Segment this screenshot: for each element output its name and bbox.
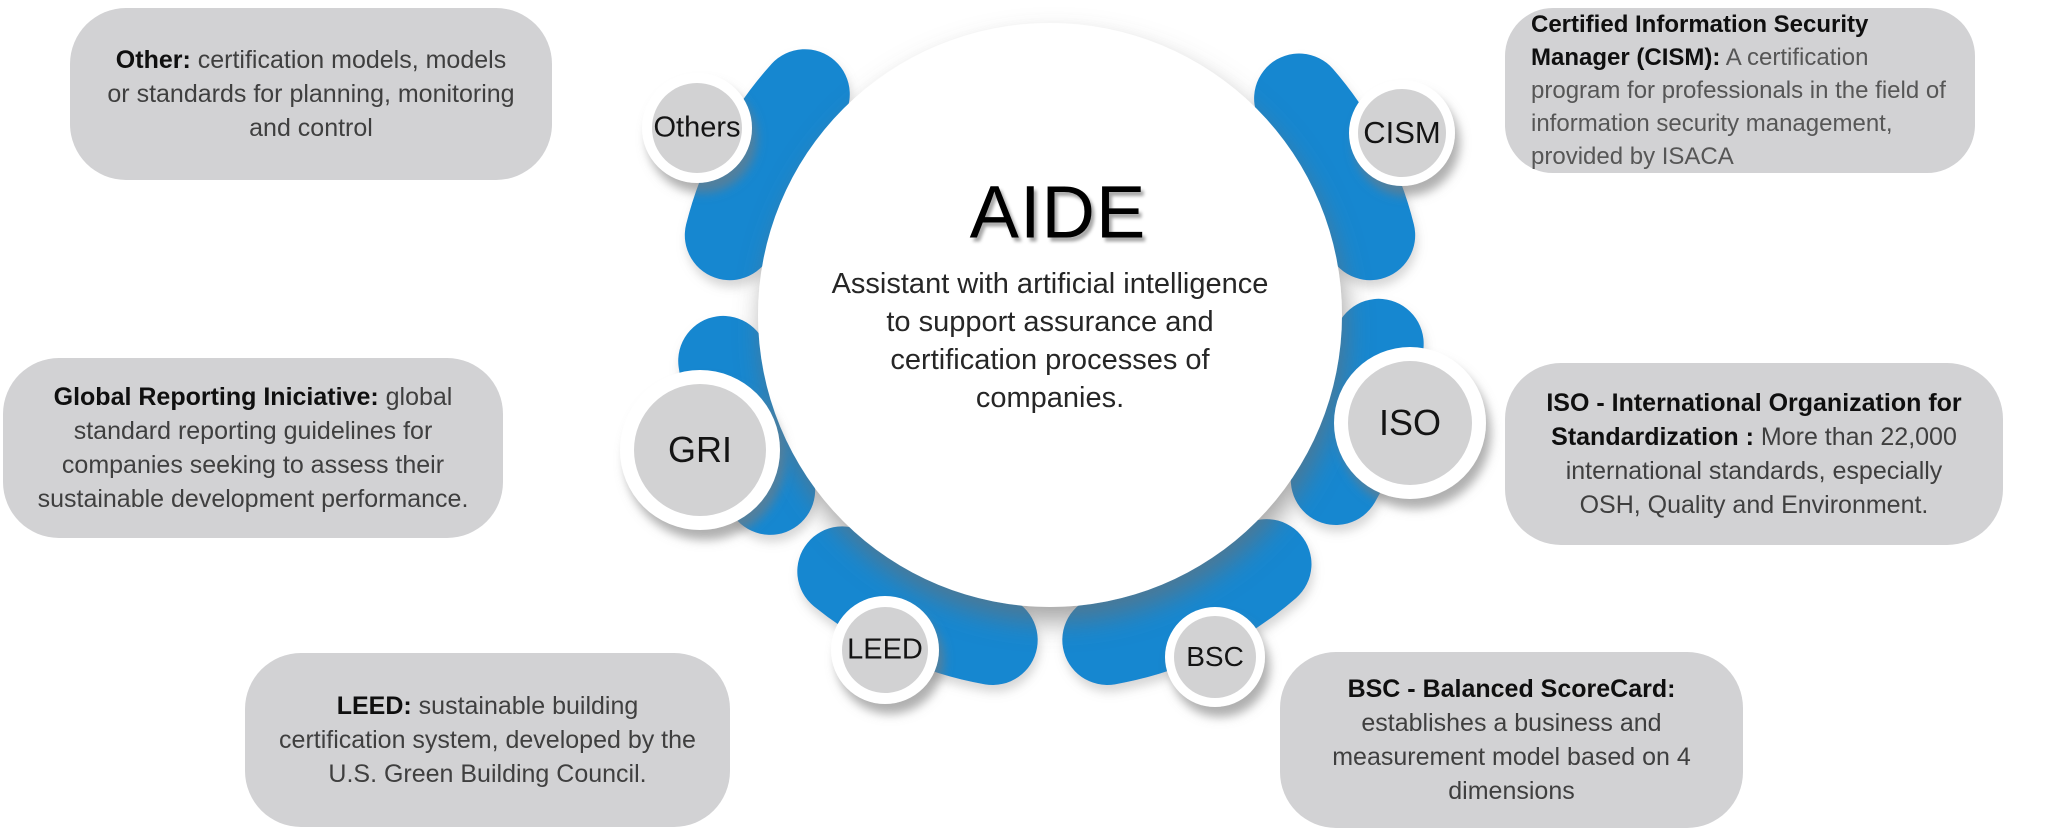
node-fill-leed	[842, 607, 928, 693]
center-subtitle-line-3: certification processes of	[890, 344, 1210, 376]
center-subtitle-line-1: Assistant with artificial intelligence	[831, 268, 1269, 300]
center-circle	[758, 23, 1342, 607]
callout-cism-text: Certified Information Security Manager (…	[1531, 11, 1946, 170]
center-subtitle-line-4: companies.	[975, 382, 1125, 414]
callout-leed-text: LEED: sustainable building certification…	[279, 692, 696, 788]
node-fill-others	[652, 83, 742, 173]
center-subtitle-line-2: to support assurance and	[886, 306, 1214, 338]
callout-others: Other: certification models, models or s…	[70, 8, 552, 180]
node-label-cism: CISM	[1363, 115, 1441, 150]
node-label-leed: LEED	[847, 633, 923, 666]
node-label-iso: ISO	[1378, 402, 1442, 443]
callout-iso-text: ISO - International Organization for Sta…	[1546, 389, 1962, 519]
node-circles	[620, 73, 1486, 707]
callout-gri-text: Global Reporting Iniciative: global stan…	[37, 383, 469, 513]
callout-others-text: Other: certification models, models or s…	[107, 46, 515, 142]
node-fill-cism	[1358, 89, 1446, 177]
center-subtitle: Assistant with artificial intelligence t…	[832, 265, 1269, 417]
callout-leed: LEED: sustainable building certification…	[245, 653, 730, 827]
node-fill-bsc	[1174, 616, 1256, 698]
segment-arc-cism	[1254, 53, 1416, 281]
node-label-others: Others	[653, 111, 741, 144]
callout-bsc-text: BSC - Balanced ScoreCard: establishes a …	[1332, 675, 1691, 805]
node-fill-iso	[1348, 361, 1472, 485]
callout-bsc: BSC - Balanced ScoreCard: establishes a …	[1280, 652, 1743, 828]
segment-arc-others	[684, 49, 850, 281]
callout-cism: Certified Information Security Manager (…	[1505, 8, 1975, 173]
node-label-gri: GRI	[667, 429, 733, 470]
center-title: AIDE	[969, 170, 1147, 254]
callout-gri: Global Reporting Iniciative: global stan…	[3, 358, 503, 538]
callout-iso: ISO - International Organization for Sta…	[1505, 363, 2003, 545]
node-label-bsc: BSC	[1186, 641, 1244, 672]
node-fill-gri	[634, 384, 766, 516]
